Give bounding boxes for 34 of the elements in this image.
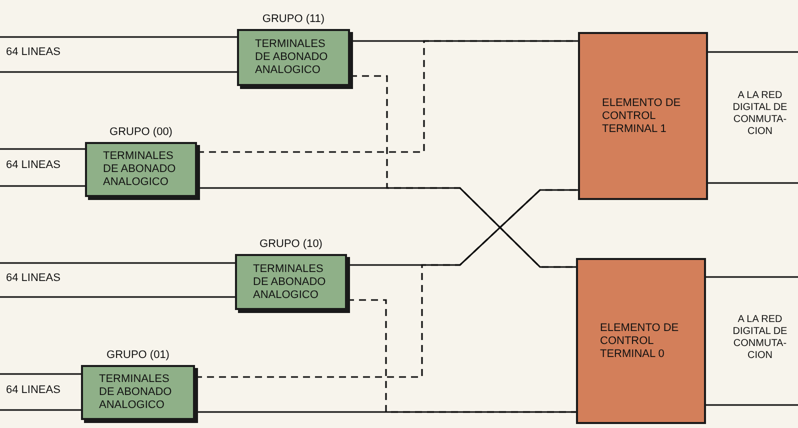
control-text: ELEMENTO DE CONTROL TERMINAL 1: [602, 96, 682, 136]
destination-label: A LA RED DIGITAL DE CONMUTA- CION: [732, 314, 788, 362]
line-count-label: 64 LINEAS: [6, 385, 62, 396]
line-count-label: 64 LINEAS: [6, 160, 62, 171]
connector-line: [706, 404, 798, 406]
connector-line: [0, 409, 81, 411]
connector-line: [347, 189, 578, 266]
connector-line: [706, 276, 798, 278]
control-element-box: [576, 258, 706, 424]
connector-line: [0, 296, 235, 298]
group-heading: GRUPO (10): [258, 239, 324, 250]
connector-line: [0, 148, 85, 150]
group-heading: GRUPO (00): [108, 127, 174, 138]
destination-label: A LA RED DIGITAL DE CONMUTA- CION: [732, 90, 788, 138]
line-count-label: 64 LINEAS: [6, 273, 62, 284]
connector-line: [708, 51, 798, 53]
connector-line: [0, 185, 85, 187]
control-element-box: [578, 32, 708, 200]
connector-line: [197, 187, 576, 268]
connector-line: [0, 373, 81, 375]
group-heading: GRUPO (01): [106, 350, 170, 361]
line-count-label: 64 LINEAS: [6, 47, 62, 58]
connector-line: [350, 40, 578, 42]
control-text: ELEMENTO DE CONTROL TERMINAL 0: [600, 322, 680, 360]
connector-line: [708, 182, 798, 184]
connector-line: [0, 36, 237, 38]
group-text: TERMINALES DE ABONADO ANALOGICO: [253, 262, 327, 302]
connector-line: [195, 411, 576, 413]
group-text: TERMINALES DE ABONADO ANALOGICO: [255, 38, 329, 77]
group-heading: GRUPO (11): [261, 14, 326, 25]
connector-line: [0, 71, 237, 73]
group-text: TERMINALES DE ABONADO ANALOGICO: [103, 150, 177, 189]
group-text: TERMINALES DE ABONADO ANALOGICO: [99, 373, 173, 412]
connector-line: [0, 262, 235, 264]
